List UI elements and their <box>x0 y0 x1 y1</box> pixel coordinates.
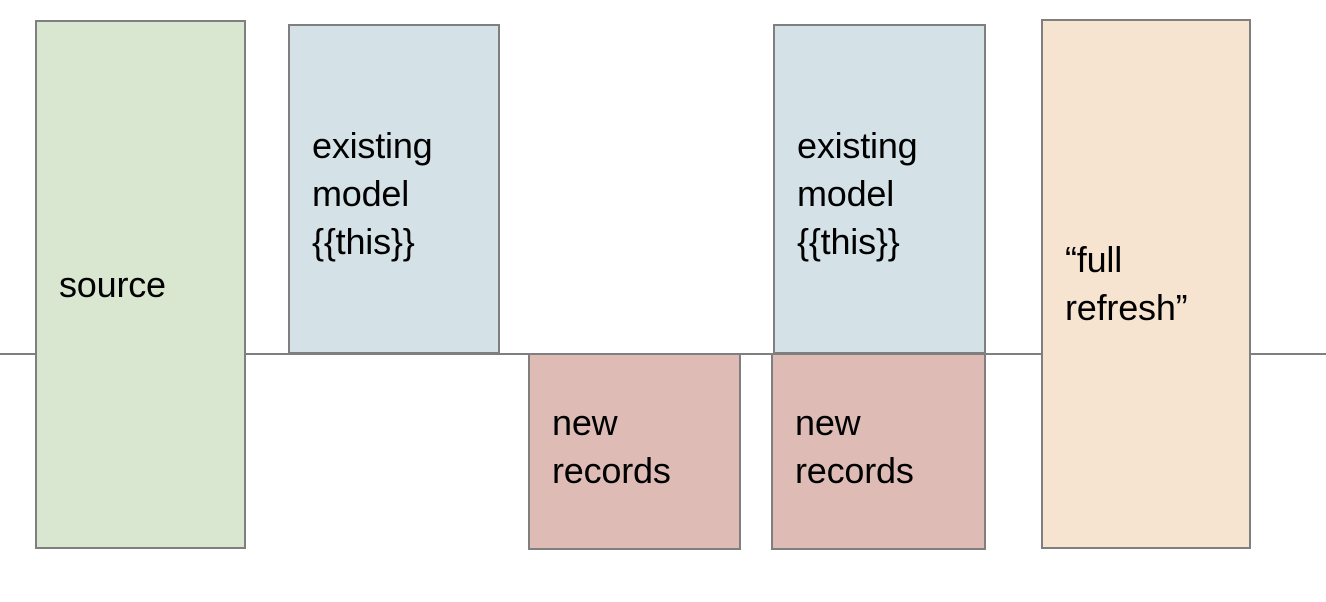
box-new-records-2[interactable]: new records <box>771 353 986 550</box>
box-existing-model-1[interactable]: existing model {{this}} <box>288 24 500 354</box>
box-existing-model-2-line-2: model <box>797 173 895 214</box>
box-existing-model-2[interactable]: existing model {{this}} <box>773 24 986 354</box>
box-full-refresh-line-1: “full <box>1065 239 1123 280</box>
box-existing-model-2-line-1: existing <box>797 125 918 166</box>
box-source-line-1: source <box>59 263 166 305</box>
box-new-records-2-line-2: records <box>795 450 914 491</box>
box-new-records-1-line-2: records <box>552 450 671 491</box>
box-full-refresh[interactable]: “full refresh” <box>1041 19 1251 549</box>
box-source[interactable]: source <box>35 20 246 549</box>
box-existing-model-1-line-2: model <box>312 173 410 214</box>
box-existing-model-1-line-1: existing <box>312 125 433 166</box>
box-new-records-2-line-1: new <box>795 402 861 443</box>
box-new-records-1[interactable]: new records <box>528 353 741 550</box>
box-existing-model-1-line-3: {{this}} <box>312 221 415 262</box>
box-existing-model-2-line-3: {{this}} <box>797 221 900 262</box>
box-new-records-1-line-1: new <box>552 402 618 443</box>
box-full-refresh-line-2: refresh” <box>1065 287 1188 328</box>
